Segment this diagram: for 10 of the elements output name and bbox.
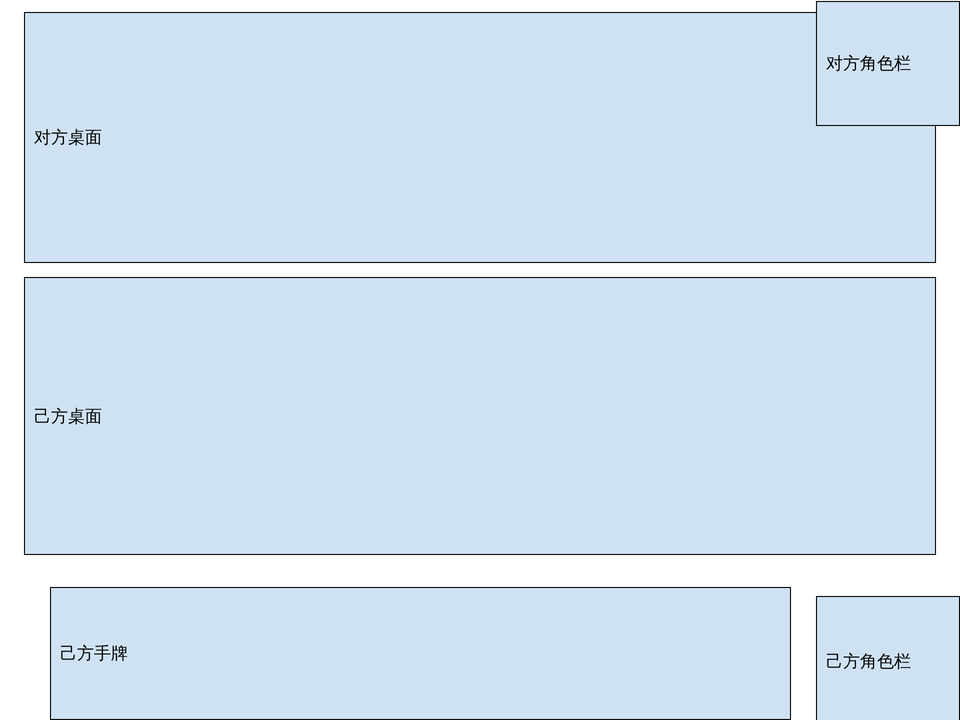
region-label: 对方桌面 — [34, 127, 102, 149]
region-label: 己方桌面 — [34, 406, 102, 428]
region-box — [24, 277, 936, 555]
region-label: 己方角色栏 — [826, 650, 911, 672]
region-label: 对方角色栏 — [826, 53, 911, 75]
region-box — [50, 587, 791, 720]
region-label: 己方手牌 — [60, 643, 128, 665]
region-box — [816, 596, 960, 720]
region-box — [816, 1, 960, 126]
region-box — [24, 12, 936, 263]
